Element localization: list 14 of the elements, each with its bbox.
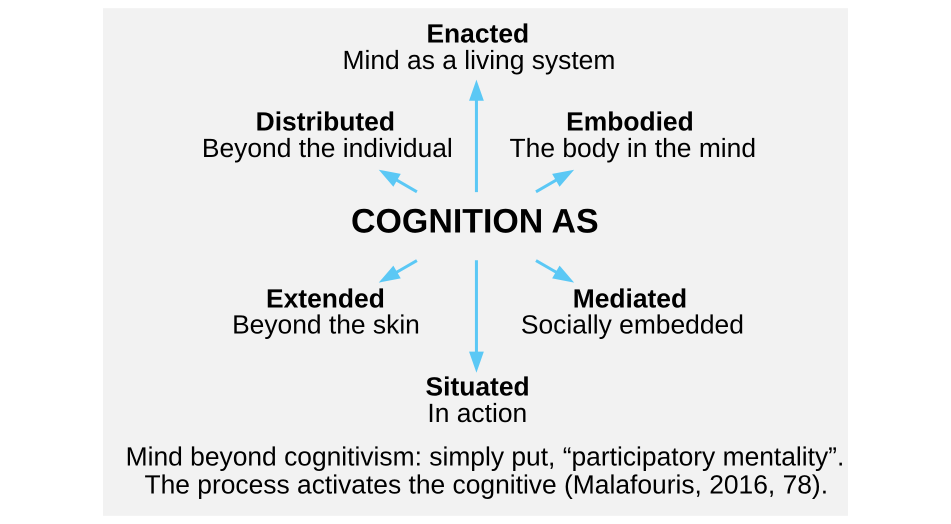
arrow <box>535 170 574 194</box>
node-text: Mediated Socially embedded <box>520 283 744 340</box>
arrow <box>535 259 574 283</box>
node-text: Situated In action <box>426 372 530 428</box>
node-text: COGNITION AS <box>351 202 599 241</box>
node-text: Distributed Beyond the individual <box>202 106 453 164</box>
arrow <box>378 170 418 194</box>
caption: Mind beyond cognitivism: simply put, “participatory mentality”. The process activates the cognitive (Malafouris, 2016, 78). <box>126 441 844 500</box>
arrow <box>378 259 418 283</box>
arrow <box>469 80 484 192</box>
arrow <box>469 260 484 373</box>
node-text: Enacted Mind as a living system <box>342 18 616 75</box>
node-text: Embodied The body in the mind <box>510 106 756 164</box>
node-text: Extended Beyond the skin <box>232 283 420 340</box>
